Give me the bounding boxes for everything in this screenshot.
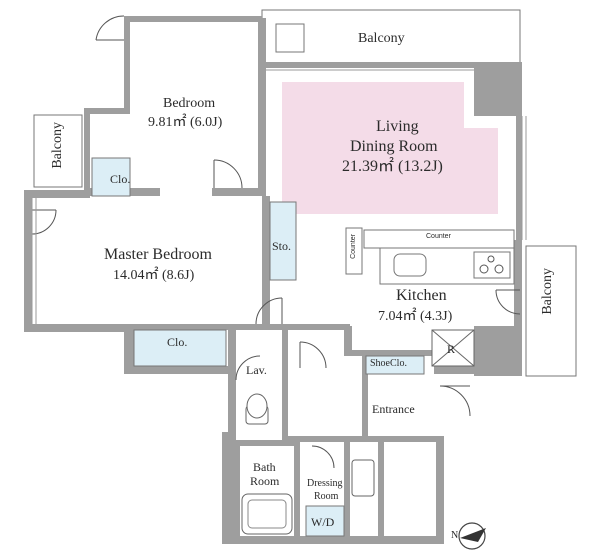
burner-left — [479, 264, 489, 274]
lavatory-label: Lav. — [246, 363, 267, 377]
washstand — [351, 459, 375, 497]
burner-back — [487, 255, 495, 263]
master-bedroom-area: 14.04㎡ (8.6J) — [113, 268, 195, 283]
balcony-left-label: Balcony — [50, 122, 65, 169]
shoe-closet-label: ShoeClo. — [370, 358, 407, 369]
bedroom-floor — [130, 22, 258, 188]
balcony-top-area — [261, 9, 521, 69]
master-closet — [133, 329, 227, 367]
toilet-bowl — [246, 393, 268, 419]
sink — [393, 253, 427, 277]
window-marks — [31, 116, 527, 324]
balcony-right-area — [525, 245, 577, 377]
master-closet-label: Clo. — [167, 335, 188, 349]
kitchen-area: 7.04㎡ (4.3J) — [378, 309, 453, 324]
balcony-right-label: Balcony — [540, 268, 555, 315]
walk-in-closet — [305, 505, 345, 537]
burner-right — [494, 264, 504, 274]
bedroom-area: 9.81㎡ (6.0J) — [148, 115, 223, 130]
bedroom-closet — [91, 157, 131, 197]
dressing-label-1: Dressing — [307, 478, 343, 489]
living-name-1: Living — [376, 118, 419, 135]
balcony-top-label: Balcony — [358, 31, 405, 46]
walk-in-label: W/D — [311, 515, 335, 529]
door-swings — [31, 15, 521, 469]
master-bedroom-floor — [32, 198, 262, 324]
entrance-label: Entrance — [372, 402, 415, 416]
stove — [473, 251, 511, 279]
living-name-2: Dining Room — [350, 138, 438, 155]
walls — [24, 16, 522, 544]
balcony-top-unit — [275, 23, 305, 53]
bedroom-closet-label: Clo. — [110, 172, 131, 186]
living-dining-floor — [282, 82, 498, 214]
bedroom-name: Bedroom — [163, 96, 216, 111]
refrigerator-label: R — [447, 342, 456, 356]
kitchen-name: Kitchen — [396, 287, 447, 304]
shoe-closet — [365, 355, 425, 375]
master-bedroom-name: Master Bedroom — [104, 246, 212, 263]
compass-icon — [458, 522, 486, 550]
living-area: 21.39㎡ (13.2J) — [342, 158, 443, 175]
counter-vertical-label: Counter — [350, 234, 357, 259]
bath-label-1: Bath — [253, 460, 276, 474]
counter-horizontal-label: Counter — [426, 233, 451, 240]
balcony-left-area — [33, 114, 83, 188]
bath-label-2: Room — [250, 474, 280, 488]
bathtub — [241, 493, 293, 535]
counter-vertical-box — [345, 227, 363, 275]
dressing-label-2: Room — [314, 491, 339, 502]
compass-letter: N — [451, 530, 459, 541]
storage-label: Sto. — [272, 239, 292, 253]
storage-closet — [269, 201, 297, 281]
